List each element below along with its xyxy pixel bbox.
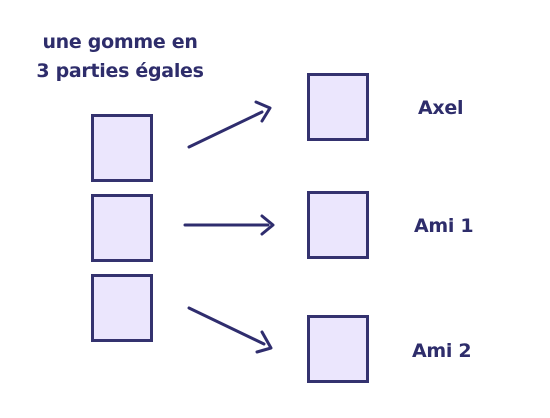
diagram-caption: une gomme en 3 parties égales: [20, 28, 220, 86]
eraser-part-1: [91, 114, 153, 182]
arrow-to-ami-1: [183, 214, 275, 236]
eraser-part-3: [91, 274, 153, 342]
label-axel: Axel: [418, 97, 464, 119]
axel-share-box: [307, 73, 369, 141]
eraser-part-2: [91, 194, 153, 262]
arrow-to-ami-2: [187, 306, 273, 354]
arrow-to-axel: [187, 100, 272, 149]
ami-1-share-box: [307, 191, 369, 259]
caption-line-2: 3 parties égales: [36, 60, 204, 82]
caption-line-1: une gomme en: [42, 31, 198, 53]
label-ami-1: Ami 1: [414, 215, 474, 237]
ami-2-share-box: [307, 315, 369, 383]
label-ami-2: Ami 2: [412, 340, 472, 362]
